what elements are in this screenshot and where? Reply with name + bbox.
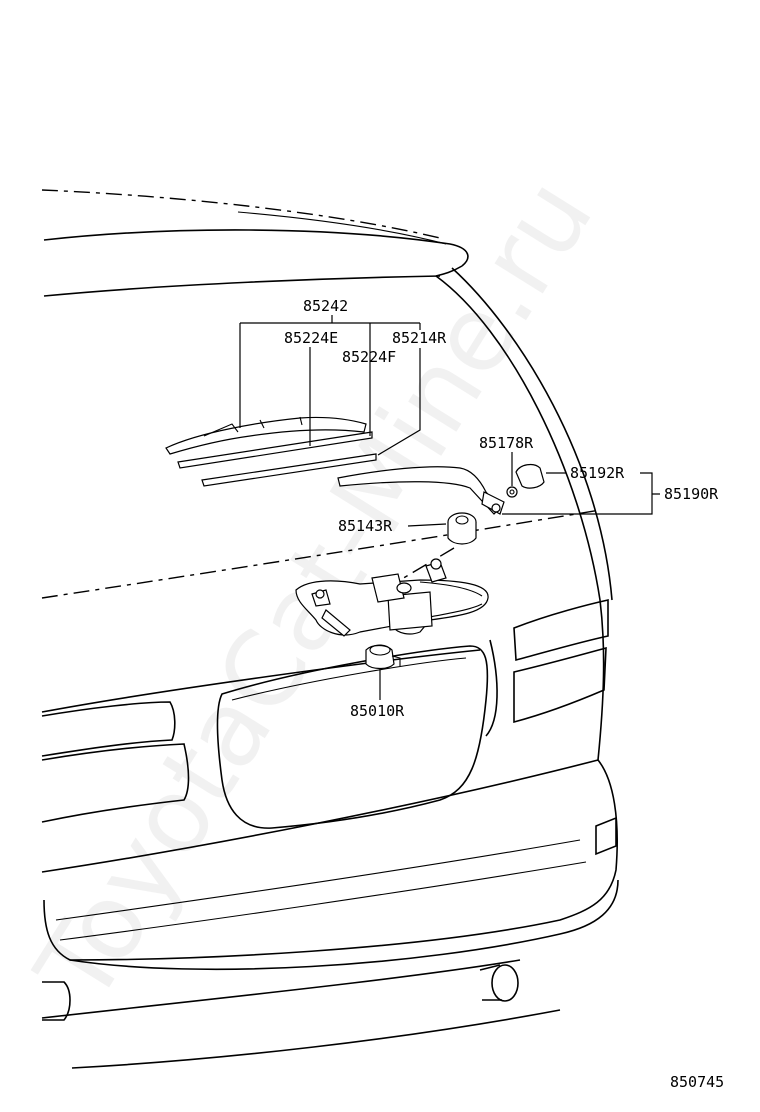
callout-85224f: 85224F bbox=[342, 348, 396, 366]
wiper-motor bbox=[295, 547, 489, 670]
callout-labels: 85242 85224E 85214R 85224F 85178R 85192R… bbox=[284, 297, 724, 1091]
callout-85178r: 85178R bbox=[479, 434, 534, 452]
callout-85143r: 85143R bbox=[338, 517, 393, 535]
callout-85242: 85242 bbox=[303, 297, 348, 315]
wiper-blade-parts bbox=[165, 416, 545, 545]
callout-85010r: 85010R bbox=[350, 702, 405, 720]
callout-85214r: 85214R bbox=[392, 329, 447, 347]
callout-85224e: 85224E bbox=[284, 329, 338, 347]
vehicle-rear-body bbox=[41, 189, 619, 1069]
figure-number: 850745 bbox=[670, 1073, 724, 1091]
callout-leaders bbox=[239, 315, 660, 700]
callout-85190r: 85190R bbox=[664, 485, 719, 503]
callout-85192r: 85192R bbox=[570, 464, 625, 482]
